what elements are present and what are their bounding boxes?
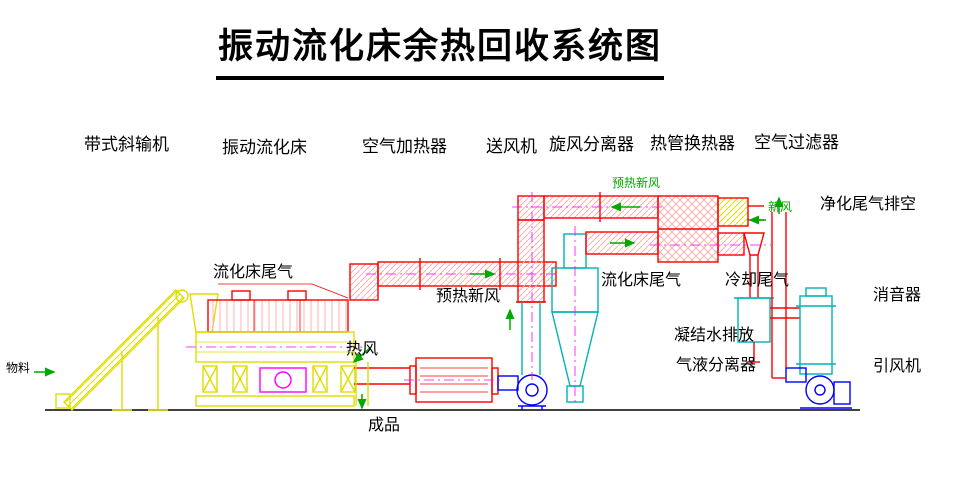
bed-supports bbox=[195, 365, 356, 407]
label-cooled-exhaust: 冷却尾气 bbox=[725, 270, 790, 289]
label-heat-exchanger: 热管换热器 bbox=[650, 134, 735, 154]
supply-fan-unit bbox=[497, 374, 548, 410]
gas-liquid-separator-pot bbox=[734, 297, 774, 363]
centerlines bbox=[186, 192, 772, 406]
label-preheated-air-mid: 预热新风 bbox=[436, 286, 501, 305]
induced-fan-unit bbox=[785, 367, 852, 409]
downcomer-duct bbox=[516, 219, 546, 375]
label-material: 物料 bbox=[6, 361, 31, 375]
label-belt-conveyor: 带式斜输机 bbox=[84, 135, 169, 155]
pot-to-muffler-pipe bbox=[770, 307, 800, 319]
page-title: 振动流化床余热回收系统图 bbox=[216, 28, 664, 80]
label-fluidized-bed: 振动流化床 bbox=[222, 138, 307, 158]
cooled-exhaust-line bbox=[717, 232, 765, 298]
label-supply-fan: 送风机 bbox=[486, 137, 537, 157]
label-fresh-air: 新风 bbox=[768, 200, 793, 214]
label-air-filter: 空气过滤器 bbox=[754, 133, 839, 153]
belt-conveyor bbox=[55, 289, 219, 411]
label-bed-exhaust-left: 流化床尾气 bbox=[213, 262, 294, 281]
label-condensate: 凝结水排放 bbox=[674, 325, 755, 344]
vent-stack bbox=[771, 212, 787, 379]
label-bed-exhaust-right: 流化床尾气 bbox=[601, 270, 682, 289]
label-product: 成品 bbox=[368, 415, 401, 434]
label-cyclone: 旋风分离器 bbox=[549, 135, 634, 155]
muffler-body bbox=[796, 287, 836, 375]
label-leader bbox=[218, 283, 349, 299]
hot-air-duct bbox=[354, 367, 410, 385]
hot-air-arrow bbox=[352, 347, 371, 363]
vibrating-fluidized-bed bbox=[195, 290, 356, 407]
label-preheated-air-top: 预热新风 bbox=[612, 176, 661, 190]
flow-arrows bbox=[34, 196, 784, 410]
air-filter-box bbox=[717, 197, 764, 227]
label-air-heater: 空气加热器 bbox=[362, 137, 447, 157]
heat-pipe-exchanger bbox=[657, 195, 719, 263]
label-separator: 气液分离器 bbox=[676, 355, 757, 374]
label-hot-air: 热风 bbox=[346, 339, 379, 358]
bed-motor bbox=[259, 367, 307, 393]
label-induced-fan: 引风机 bbox=[873, 356, 922, 375]
label-vent: 净化尾气排空 bbox=[820, 194, 917, 213]
label-muffler: 消音器 bbox=[873, 285, 922, 304]
product-chute bbox=[355, 362, 369, 406]
cyclone-separator bbox=[551, 233, 599, 403]
